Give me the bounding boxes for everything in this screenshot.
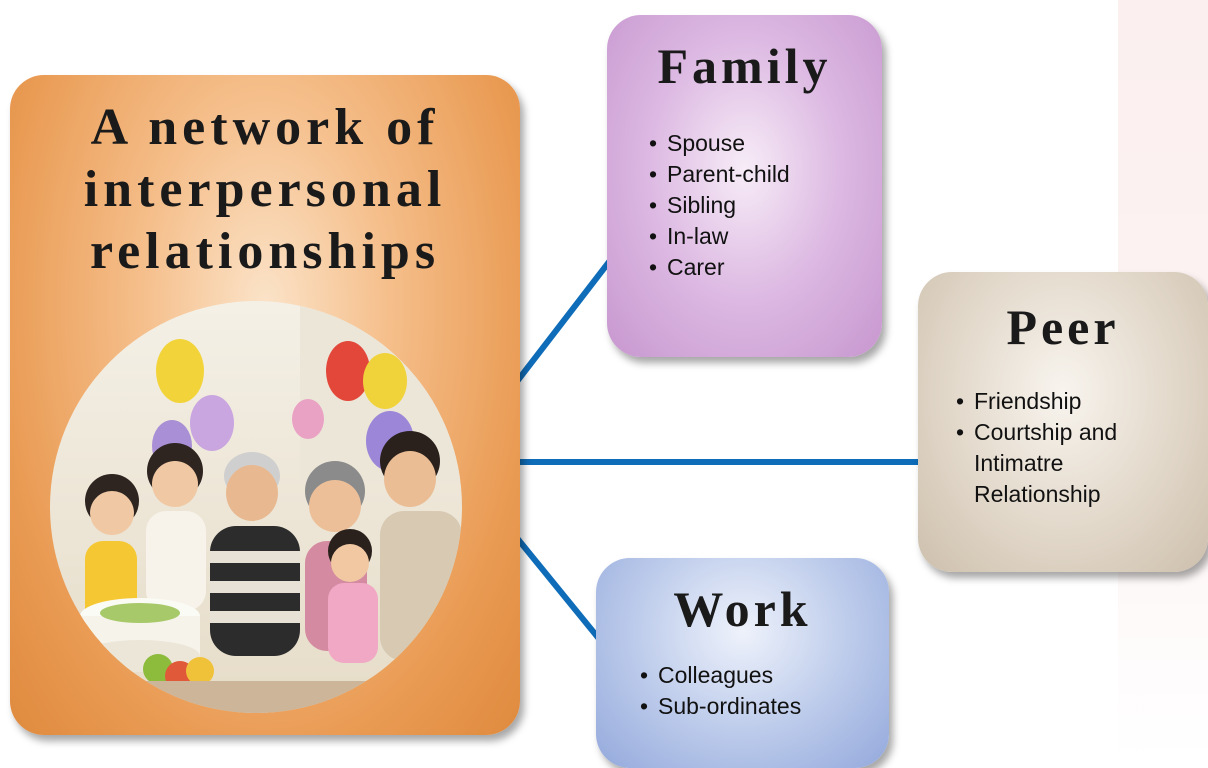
list-item: In-law — [649, 221, 790, 252]
family-title: Family — [657, 38, 832, 94]
list-item: Spouse — [649, 128, 790, 159]
main-title-line-2: interpersonal — [83, 161, 447, 218]
family-box: Family Spouse Parent-child Sibling In-la… — [607, 15, 882, 357]
list-item: Parent-child — [649, 159, 790, 190]
list-item: Colleagues — [640, 660, 801, 691]
peer-list: Friendship Courtship andIntimatreRelatio… — [956, 386, 1117, 510]
peer-box: Peer Friendship Courtship andIntimatreRe… — [918, 272, 1208, 572]
list-item-line: Relationship — [974, 481, 1101, 507]
main-title-line-1: A network of — [90, 99, 440, 156]
list-item-line: Intimatre — [974, 450, 1064, 476]
family-list: Spouse Parent-child Sibling In-law Carer — [649, 128, 790, 283]
main-title: A network of interpersonal relationships — [10, 97, 520, 283]
work-title: Work — [673, 581, 812, 637]
family-party-photo — [50, 301, 462, 713]
list-item: Sibling — [649, 190, 790, 221]
list-item: Friendship — [956, 386, 1117, 417]
list-item-line: Courtship and — [974, 419, 1118, 445]
list-item: Sub-ordinates — [640, 691, 801, 722]
peer-title: Peer — [1006, 299, 1120, 355]
work-box: Work Colleagues Sub-ordinates — [596, 558, 889, 768]
list-item: Carer — [649, 252, 790, 283]
work-list: Colleagues Sub-ordinates — [640, 660, 801, 722]
main-topic-box: A network of interpersonal relationships — [10, 75, 520, 735]
main-title-line-3: relationships — [89, 223, 441, 280]
